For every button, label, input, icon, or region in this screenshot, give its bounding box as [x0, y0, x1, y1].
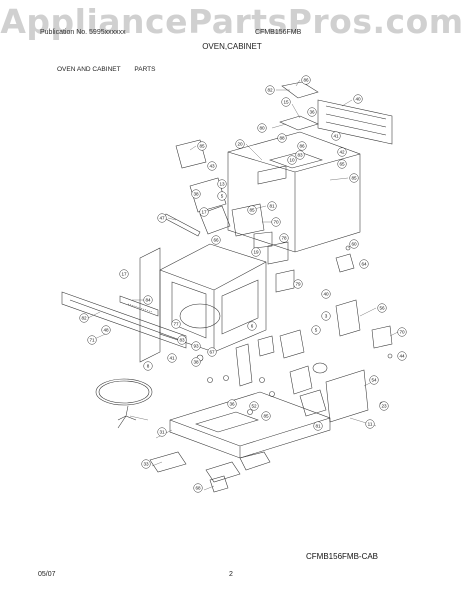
- base-plate: [169, 391, 331, 459]
- section-heading-left: OVEN AND CABINET: [57, 66, 121, 73]
- callout-label: 5: [315, 328, 318, 333]
- section-heading-right: PARTS: [134, 66, 156, 73]
- callout-label: 80: [259, 126, 265, 131]
- callout-label: 81: [269, 204, 275, 209]
- cabinet-wrapper: [227, 131, 361, 253]
- turntable-parts: [95, 378, 153, 429]
- callout-label: 33: [143, 462, 149, 467]
- callout-label: 66: [213, 238, 219, 243]
- feet-brackets: [149, 451, 271, 493]
- callout-label: 6: [251, 324, 254, 329]
- callout-label: 82: [267, 88, 273, 93]
- callout-bubbles: 86 82 40 36 80 15 88 41 86 83 42 65 20 8…: [79, 75, 407, 493]
- callout-label: 23: [381, 404, 387, 409]
- callout-label: 79: [295, 282, 301, 287]
- footer-date: 05/07: [38, 571, 56, 578]
- callout-label: 85: [351, 176, 357, 181]
- callout-label: 56: [379, 306, 385, 311]
- callout-label: 13: [219, 182, 225, 187]
- page-title: OVEN,CABINET: [202, 42, 262, 51]
- callout-label: 41: [333, 134, 339, 139]
- callout-label: 70: [399, 330, 405, 335]
- callout-label: 8: [147, 364, 150, 369]
- callout-label: 17: [121, 272, 127, 277]
- callout-label: 82: [81, 316, 87, 321]
- callout-label: 52: [251, 404, 257, 409]
- callout-label: 17: [201, 210, 207, 215]
- callout-label: 19: [253, 250, 259, 255]
- callout-label: 85: [263, 414, 269, 419]
- callout-label: 38: [193, 192, 199, 197]
- callout-label: 86: [299, 144, 305, 149]
- callout-label: 47: [159, 216, 165, 221]
- model-header: CFMB156FMB: [255, 29, 302, 36]
- callout-label: 44: [399, 354, 405, 359]
- callout-label: 88: [279, 136, 285, 141]
- watermark: AppliancePartsPros.com: [0, 2, 464, 41]
- callout-label: 65: [339, 162, 345, 167]
- callout-label: 11: [368, 422, 373, 427]
- publication-number: Publication No. 5995xxxxxx: [40, 29, 126, 36]
- callout-label: 38: [193, 360, 199, 365]
- callout-label: 71: [89, 338, 95, 343]
- callout-label: 83: [179, 338, 185, 343]
- callout-label: 40: [323, 292, 329, 297]
- callout-label: 40: [355, 97, 361, 102]
- small-hardware: [196, 245, 393, 415]
- rear-panel: [317, 99, 393, 145]
- callout-label: 36: [229, 402, 235, 407]
- callout-label: 84: [145, 298, 151, 303]
- callout-label: 68: [195, 486, 201, 491]
- callout-label: 10: [289, 158, 295, 163]
- callout-label: 85: [199, 144, 205, 149]
- oven-cavity: [159, 243, 267, 353]
- door-assembly: [61, 247, 187, 363]
- callout-label: 60: [351, 242, 357, 247]
- callout-label: 41: [169, 356, 175, 361]
- electrical-components: [235, 253, 393, 423]
- callout-label: 86: [303, 78, 309, 83]
- blower-duct: [175, 139, 287, 237]
- top-vent: [279, 81, 319, 131]
- callout-label: 83: [297, 153, 303, 158]
- callout-label: 54: [371, 378, 377, 383]
- callout-label: 42: [339, 150, 345, 155]
- section-heading: OVEN AND CABINET PARTS: [57, 66, 167, 73]
- callout-label: 20: [237, 142, 243, 147]
- callout-label: 43: [209, 164, 215, 169]
- callout-label: 77: [173, 322, 179, 327]
- callout-label: 81: [315, 424, 321, 429]
- callout-label: 64: [361, 262, 367, 267]
- callout-label: 5: [221, 194, 224, 199]
- page-number: 2: [229, 571, 233, 578]
- model-code: CFMB156FMB-CAB: [306, 552, 379, 561]
- callout-label: 85: [249, 208, 255, 213]
- callout-label: 78: [281, 236, 287, 241]
- callout-label: 3: [325, 314, 328, 319]
- callout-label: 15: [283, 100, 289, 105]
- callout-label: 70: [273, 220, 279, 225]
- callout-label: 67: [209, 350, 215, 355]
- callout-label: 36: [309, 110, 315, 115]
- callout-label: 31: [159, 430, 165, 435]
- callout-label: 93: [193, 344, 199, 349]
- callout-label: 48: [103, 328, 109, 333]
